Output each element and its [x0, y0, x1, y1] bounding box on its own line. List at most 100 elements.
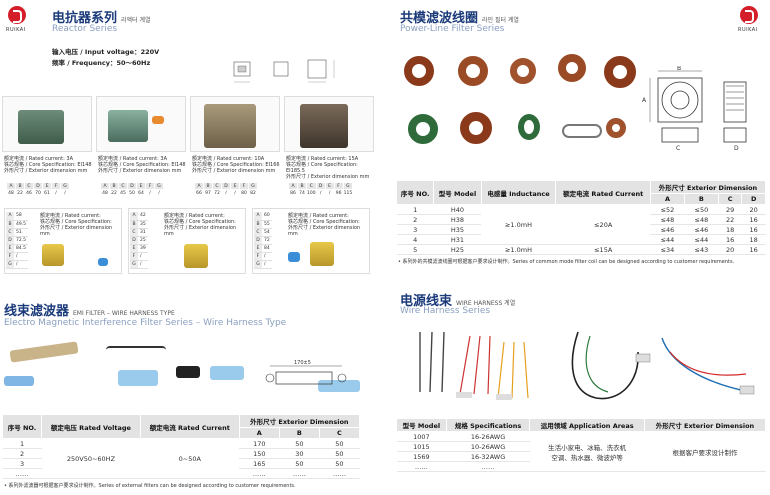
toroid-coil-4: [558, 54, 586, 82]
reactor-spec-1: 额定电流 / Rated current: 3A 铁芯规格 / Core Spe…: [4, 156, 92, 174]
reactor-photo-2: [108, 110, 148, 142]
reactor-1-dim: 外形尺寸 / Exterior dimension mm: [4, 168, 88, 174]
toroid-coil-8: [518, 114, 540, 140]
harness-table: 型号 Model 规格 Specifications 运用领域 Applicat…: [396, 418, 767, 472]
reactor-lower-plug-3: [288, 252, 300, 262]
harness-area-merged: 生活小家电、冰箱、洗衣机空调、热水器、微波炉等: [529, 431, 645, 472]
reactor-spec-4: 额定电流 / Rated current: 15A 铁芯规格 / Core Sp…: [286, 156, 374, 180]
emi-dimension-drawing: 170±5: [265, 360, 347, 385]
frequency: 频率 / Frequency：50～60Hz: [52, 59, 151, 67]
emi-note: • 系列外滤波器可根据客户要求设计制作。Series of external f…: [4, 483, 296, 489]
reactor-2-dim: 外形尺寸 / Exterior dimension mm: [98, 168, 182, 174]
powerline-table: 序号 NO. 型号 Model 电感量 Inductance 额定电流 Rate…: [395, 180, 767, 255]
pl-header-model: 型号 Model: [433, 180, 482, 205]
reactor-photo-3: [204, 104, 256, 148]
svg-text:170±5: 170±5: [294, 360, 311, 366]
pl-header-no: 序号 NO.: [395, 180, 435, 205]
coil-wire-9: [562, 124, 602, 138]
reactor-lower-photo-2: [184, 244, 208, 268]
reactor-4-dim: 外形尺寸 / Exterior dimension mm: [286, 174, 370, 180]
emi-filter-photo-3: [106, 346, 166, 354]
svg-text:C: C: [676, 145, 680, 152]
reactor-3-dim: 外形尺寸 / Exterior dimension mm: [192, 168, 276, 174]
emi-title-sub: EMI FILTER – WIRE HARNESS TYPE: [73, 310, 175, 317]
reactor-2-core: 铁芯规格 / Core Specification: EI148: [98, 162, 186, 168]
emi-header-no: 序号 NO.: [1, 414, 43, 439]
reactor-4-core: 铁芯规格 / Core Specification: EI185.5: [286, 162, 358, 174]
emi-current-merged: 0~50A: [140, 438, 240, 479]
emi-filter-photo-2: [4, 376, 34, 386]
reactor-photo-4: [300, 104, 348, 148]
reactor-photo-1: [18, 110, 64, 144]
ruikai-logo: [8, 6, 26, 24]
emi-header-voltage: 额定电压 Rated Voltage: [41, 414, 141, 439]
powerline-title-zh: 共模滤波线圈: [400, 11, 479, 26]
pl-header-current: 额定电流 Rated Current: [555, 180, 651, 205]
emi-filter-photo-6: [210, 366, 244, 380]
toroid-coil-10: [606, 118, 626, 138]
reactor-4-rated: 额定电流 / Rated current: 15A: [286, 156, 359, 162]
reactor-title-ko: 리액터 계열: [121, 17, 151, 24]
emi-table: 序号 NO. 额定电压 Rated Voltage 额定电流 Rated Cur…: [1, 414, 361, 479]
reactor-lower-spec-3: 额定电流 / Rated current:铁芯规格 / Core Specifi…: [288, 213, 361, 237]
pl-current-merged: ≤20A: [555, 204, 651, 245]
toroid-coil-1: [404, 56, 434, 86]
reactor-lower-plug-1: [98, 258, 108, 266]
reactor-3-rated: 额定电流 / Rated current: 10A: [192, 156, 265, 162]
ruikai-logo-right: [740, 6, 758, 24]
emi-title-zh: 线束滤波器: [4, 304, 70, 319]
emi-voltage-merged: 250V50~60HZ: [41, 438, 141, 479]
powerline-note: • 系列外的共模滤波线圈可根据客户要求设计制作。Series of common…: [398, 259, 735, 265]
reactor-title-zh: 电抗器系列: [52, 11, 118, 26]
harness-title-en: Wire Harness Series: [400, 306, 491, 316]
harness-header-model: 型号 Model: [396, 418, 447, 432]
logo-text: RUIKAI: [6, 27, 26, 33]
input-voltage: 输入电压 / Input voltage：220V: [52, 48, 160, 56]
table-row: ……………………: [2, 468, 360, 479]
harness-header-area: 运用领域 Application Areas: [529, 418, 645, 432]
toroid-coil-5: [604, 56, 636, 88]
powerline-dimension-drawing: B A C D: [642, 66, 747, 152]
harness-header-dim: 外形尺寸 Exterior Dimension: [643, 418, 767, 432]
reactor-lower-spec-2: 额定电流 / Rated current:铁芯规格 / Core Specifi…: [164, 213, 237, 237]
svg-text:B: B: [677, 66, 681, 72]
reactor-drawing: [233, 59, 335, 83]
table-row: …………: [396, 461, 766, 472]
harness-dim-merged: 根据客户要求设计制作: [644, 431, 766, 472]
reactor-lower-photo-3: [310, 242, 334, 266]
emi-title-en: Electro Magnetic Interference Filter Ser…: [4, 318, 287, 328]
reactor-1-rated: 额定电流 / Rated current: 3A: [4, 156, 74, 162]
logo-text-right: RUIKAI: [738, 27, 758, 33]
harness-title-zh: 电源线束: [400, 294, 453, 309]
pl-inductance-merged: ≥1.0mH: [481, 204, 556, 245]
svg-text:D: D: [734, 145, 739, 152]
emi-filter-photo-4: [118, 370, 158, 386]
pl-header-dim: 外形尺寸 Exterior Dimension: [649, 180, 767, 194]
toroid-coil-7: [460, 112, 492, 144]
reactor-spec-2: 额定电流 / Rated current: 3A 铁芯规格 / Core Spe…: [98, 156, 186, 174]
reactor-spec-3: 额定电流 / Rated current: 10A 铁芯规格 / Core Sp…: [192, 156, 280, 174]
powerline-title-ko: 라인 필터 계열: [482, 17, 519, 24]
pl-header-inductance: 电感量 Inductance: [480, 180, 557, 205]
toroid-coil-2: [458, 56, 488, 86]
